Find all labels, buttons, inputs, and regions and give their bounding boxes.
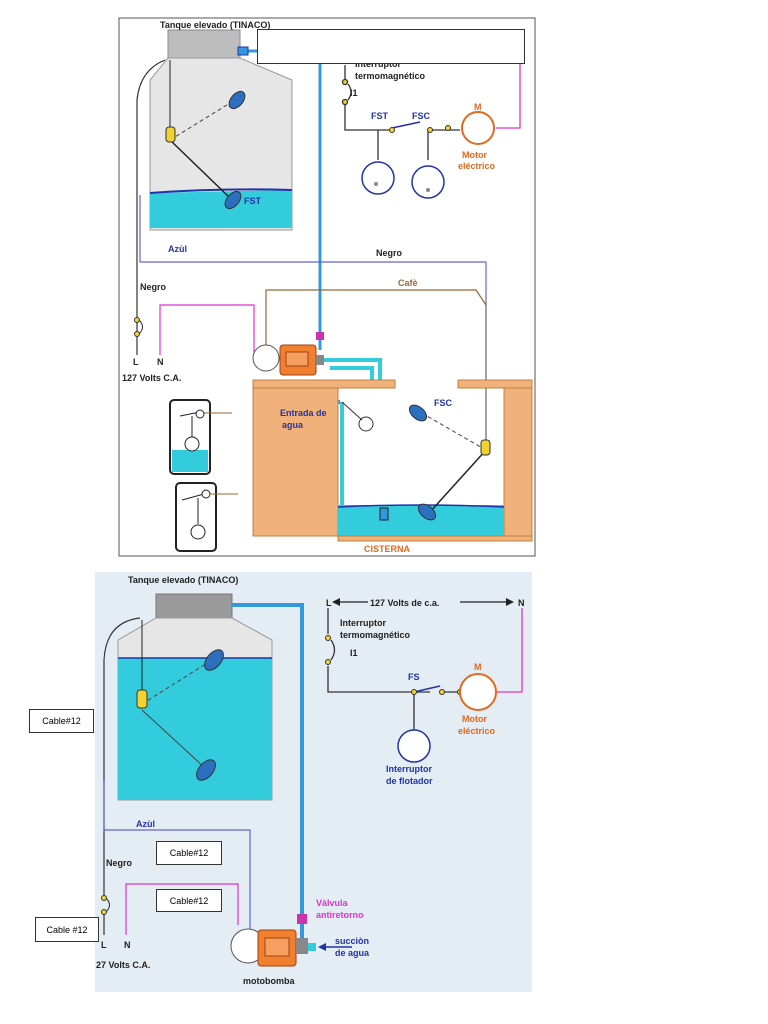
top-control-circuit (341, 60, 521, 160)
top-breaker-id: I1 (350, 88, 358, 98)
top-breaker-label-2: termomagnético (355, 71, 426, 81)
top-diagram: FST Tanque elevado (TINACO) Azùl Negro N… (118, 17, 536, 557)
top-wire-negro-2: Negro (376, 248, 403, 258)
top-float-fst-icon (361, 161, 395, 195)
bottom-float-label-1: Interruptor (386, 764, 432, 774)
top-switch-fsc: FSC (412, 111, 431, 121)
bottom-motor-letter: M (474, 662, 482, 672)
bottom-suction-label-1: succiòn (335, 936, 369, 946)
bottom-motor-pump (230, 928, 352, 967)
bottom-float-switch-icon (397, 729, 431, 763)
bottom-tank-water (118, 658, 272, 800)
bottom-pipe (232, 603, 304, 940)
bottom-wires (103, 617, 251, 940)
bottom-motor-icon (459, 673, 497, 711)
bottom-suction-label-2: de agua (335, 948, 370, 958)
top-cistern-label: CISTERNA (364, 544, 411, 554)
cable-callout-4: Cable #12 (35, 917, 99, 942)
bottom-pump-label: motobomba (243, 976, 295, 986)
top-float-fsc-icon (411, 165, 445, 199)
bottom-valve-label-2: antiretorno (316, 910, 364, 920)
top-tank-title: Tanque elevado (TINACO) (160, 20, 270, 30)
top-inlet-label-1: Entrada de (280, 408, 327, 418)
top-tank-switch-body (165, 126, 176, 143)
bottom-breaker-label-2: termomagnético (340, 630, 411, 640)
bottom-tank-float-down (196, 759, 216, 781)
top-tank-float-down (224, 190, 242, 210)
top-inset-switch-down (175, 482, 238, 552)
bottom-wire-azul: Azùl (136, 819, 155, 829)
top-cistern (252, 379, 533, 542)
bottom-motor-label-2: eléctrico (458, 726, 496, 736)
blank-overlay-box (257, 29, 525, 64)
bottom-terminal-n: N (124, 940, 131, 950)
bottom-voltage-l: L (326, 598, 332, 608)
bottom-breaker-id: I1 (350, 648, 358, 658)
bottom-float-label-2: de flotador (386, 776, 433, 786)
bottom-check-valve (297, 914, 307, 924)
top-wire-cafe: Cafè (398, 278, 418, 288)
top-wire-azul: Azùl (168, 244, 187, 254)
bottom-tank-float-up (204, 649, 224, 671)
cable-callout-3: Cable#12 (156, 889, 222, 912)
cable-callout-1: Cable#12 (29, 709, 94, 733)
top-cistern-float-label: FSC (434, 398, 453, 408)
top-inset-switch-up (169, 399, 232, 475)
bottom-breaker-label-1: Interruptor (340, 618, 386, 628)
bottom-motor-label-1: Motor (462, 714, 487, 724)
bottom-line-switch (101, 895, 110, 915)
bottom-switch-fs: FS (408, 672, 420, 682)
top-motor-label-1: Motor (462, 150, 487, 160)
top-motor-icon (461, 111, 495, 145)
bottom-tank-title: Tanque elevado (TINACO) (128, 575, 238, 585)
top-wire-negro-1: Negro (140, 282, 167, 292)
bottom-voltage: 27 Volts C.A. (96, 960, 150, 970)
top-motor-pump (252, 344, 324, 376)
top-tank-float-label: FST (244, 196, 262, 206)
top-tank: FST Tanque elevado (TINACO) (149, 20, 293, 231)
top-check-valve (316, 332, 324, 340)
bottom-tank: Tanque elevado (TINACO) (117, 575, 273, 801)
top-voltage: 127 Volts C.A. (122, 373, 181, 383)
top-breaker-label-1: Interruptor (355, 59, 401, 69)
bottom-voltage-n: N (518, 598, 525, 608)
top-motor-letter: M (474, 102, 482, 112)
top-switch-fst: FST (371, 111, 389, 121)
top-inlet-label-2: agua (282, 420, 304, 430)
bottom-terminal-l: L (101, 940, 107, 950)
top-line-switch (134, 317, 143, 337)
bottom-voltage-range: 127 Volts de c.a. (370, 598, 439, 608)
top-motor-label-2: eléctrico (458, 161, 496, 171)
bottom-wire-negro: Negro (106, 858, 133, 868)
top-tank-water (150, 190, 292, 228)
cable-callout-2: Cable#12 (156, 841, 222, 865)
top-wires (136, 59, 487, 440)
bottom-valve-label-1: Vàlvula (316, 898, 349, 908)
top-terminal-n: N (157, 357, 164, 367)
top-tank-float-up (228, 90, 246, 110)
bottom-diagram: Tanque elevado (TINACO) Azùl Negro L N 2… (95, 572, 532, 992)
top-terminal-l: L (133, 357, 139, 367)
